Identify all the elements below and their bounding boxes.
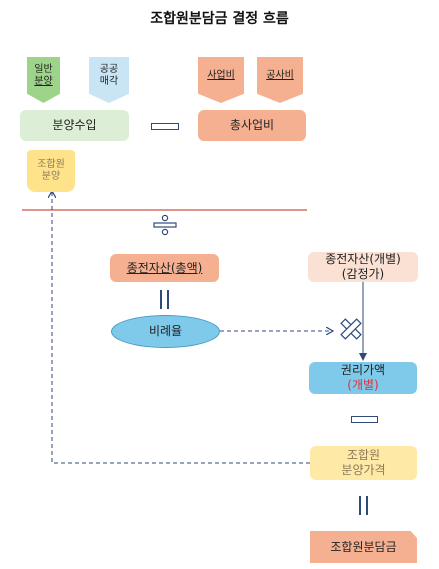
- project-cost-tag: 사업비: [198, 57, 244, 103]
- member-sale-line1: 조합원: [37, 158, 65, 170]
- multiply-icon: [340, 318, 362, 340]
- equals-icon: [160, 290, 169, 309]
- member-price-line2: 분양가격: [341, 463, 386, 477]
- public-sale-line1: 공공: [99, 63, 119, 75]
- general-sale-line1: 일반: [34, 63, 53, 75]
- project-cost-label: 사업비: [207, 69, 235, 81]
- total-project-cost-label: 총사업비: [229, 118, 275, 132]
- member-contribution-label: 조합원분담금: [330, 539, 397, 554]
- construction-cost-label: 공사비: [266, 69, 294, 81]
- prior-assets-total-box: 종전자산(총액): [110, 254, 219, 282]
- rights-value-line1: 권리가액: [340, 363, 386, 377]
- equals-icon-2: [359, 496, 368, 515]
- prior-assets-individual-line1: 종전자산(개별): [325, 252, 401, 266]
- rights-value-box: 권리가액(개별): [309, 362, 417, 394]
- divide-icon: [153, 214, 177, 236]
- prior-assets-individual-line2: (감정가): [341, 267, 385, 281]
- rights-value-line2: (개별): [347, 378, 379, 392]
- total-project-cost-box: 총사업비: [198, 110, 306, 141]
- member-sale-line2: 분양: [41, 171, 61, 182]
- page-title: 조합원분담금 결정 흐름: [150, 11, 289, 27]
- sale-revenue-box: 분양수입: [20, 110, 129, 141]
- construction-cost-tag: 공사비: [257, 57, 303, 103]
- public-sale-line2: 매각: [99, 76, 119, 87]
- prior-assets-individual-box: 종전자산(개별)(감정가): [308, 252, 418, 282]
- sale-revenue-label: 분양수입: [52, 118, 97, 132]
- dashed-return-arrow: [52, 192, 310, 464]
- ratio-ellipse: 비례율: [111, 315, 220, 348]
- member-contribution-box: 조합원분담금: [310, 531, 417, 563]
- prior-assets-total-label: 종전자산(총액): [126, 260, 203, 275]
- minus-icon-2: [351, 416, 378, 423]
- general-sale-line2: 분양: [34, 76, 53, 87]
- member-price-line1: 조합원: [346, 448, 381, 462]
- ratio-label: 비례율: [148, 324, 183, 338]
- minus-icon: [151, 123, 179, 130]
